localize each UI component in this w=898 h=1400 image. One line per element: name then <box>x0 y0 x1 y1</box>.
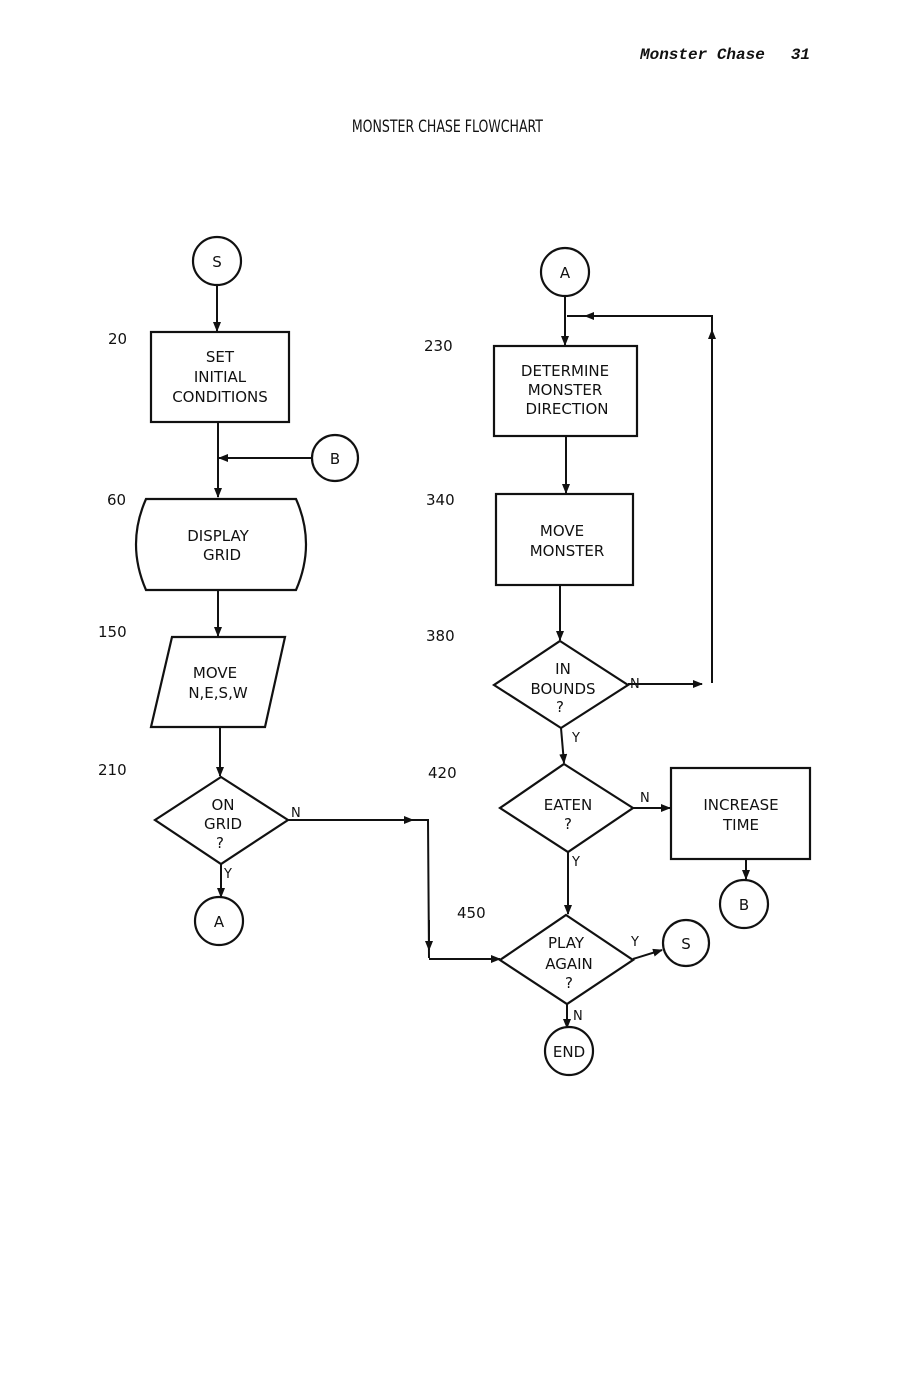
flowchart-title: MONSTER CHASE FLOWCHART <box>351 117 543 137</box>
svg-text:DISPLAY: DISPLAY <box>187 527 249 545</box>
connector-exit-b: B <box>718 878 770 930</box>
arrow-bounds-yes <box>559 727 568 764</box>
svg-text:N,E,S,W: N,E,S,W <box>188 684 248 702</box>
line-number-20: 20 <box>108 330 127 348</box>
svg-text:MOVE: MOVE <box>193 664 237 682</box>
svg-text:PLAY: PLAY <box>548 934 585 952</box>
svg-text:?: ? <box>564 815 572 833</box>
process-set-initial-conditions: SET INITIAL CONDITIONS <box>149 330 291 424</box>
connector-entry-a: A <box>539 246 591 298</box>
svg-text:GRID: GRID <box>204 815 242 833</box>
svg-text:DETERMINE: DETERMINE <box>521 362 609 380</box>
svg-text:MONSTER: MONSTER <box>528 381 603 399</box>
branch-label-eaten-no: N <box>640 791 650 806</box>
branch-label-play-again-yes: Y <box>630 935 639 950</box>
line-number-60: 60 <box>107 491 126 509</box>
svg-text:BOUNDS: BOUNDS <box>530 680 595 698</box>
svg-text:DIRECTION: DIRECTION <box>526 400 609 418</box>
process-increase-time: INCREASE TIME <box>669 766 812 861</box>
svg-text:ON: ON <box>211 796 234 814</box>
display-grid-node: DISPLAY GRID <box>134 497 308 592</box>
connector-start-s: S <box>191 235 243 287</box>
svg-text:END: END <box>553 1043 585 1061</box>
line-number-420: 420 <box>428 764 457 782</box>
svg-text:?: ? <box>216 834 224 852</box>
line-number-340: 340 <box>426 491 455 509</box>
branch-label-in-bounds-yes: Y <box>571 731 580 746</box>
svg-text:A: A <box>560 264 571 282</box>
svg-text:AGAIN: AGAIN <box>545 955 593 973</box>
running-head: Monster Chase 31 <box>640 46 810 64</box>
svg-text:SET: SET <box>206 348 235 366</box>
svg-text:B: B <box>330 450 340 468</box>
svg-text:TIME: TIME <box>722 816 759 834</box>
branch-label-on-grid-yes: Y <box>223 867 232 882</box>
line-number-210: 210 <box>98 761 127 779</box>
page-number: 31 <box>790 46 811 64</box>
connector-entry-b: B <box>310 433 360 483</box>
svg-text:INITIAL: INITIAL <box>194 368 247 386</box>
connector-exit-a: A <box>193 895 245 947</box>
svg-text:CONDITIONS: CONDITIONS <box>172 388 268 406</box>
svg-text:S: S <box>212 253 222 271</box>
decision-eaten: EATEN ? <box>498 762 636 854</box>
running-title: Monster Chase <box>640 46 765 64</box>
process-move-monster: MOVE MONSTER <box>494 492 635 587</box>
svg-text:MONSTER: MONSTER <box>530 542 605 560</box>
decision-play-again: PLAY AGAIN ? <box>498 913 635 1006</box>
line-ongrid-no-down <box>413 819 430 959</box>
svg-text:INCREASE: INCREASE <box>703 796 778 814</box>
svg-text:?: ? <box>556 698 564 716</box>
input-move-nesw: MOVE N,E,S,W <box>149 635 287 729</box>
line-number-230: 230 <box>424 337 453 355</box>
process-determine-direction: DETERMINE MONSTER DIRECTION <box>492 344 639 438</box>
svg-text:EATEN: EATEN <box>544 796 592 814</box>
svg-text:S: S <box>681 935 691 953</box>
branch-label-on-grid-no: N <box>291 806 301 821</box>
svg-text:MOVE: MOVE <box>540 522 584 540</box>
svg-text:?: ? <box>565 974 573 992</box>
branch-label-eaten-yes: Y <box>571 855 580 870</box>
svg-text:IN: IN <box>555 660 571 678</box>
arrow-play-yes <box>632 948 663 960</box>
line-number-150: 150 <box>98 623 127 641</box>
svg-text:B: B <box>739 896 749 914</box>
line-number-380: 380 <box>426 627 455 645</box>
terminal-end: END <box>543 1025 595 1077</box>
branch-label-play-again-no: N <box>573 1009 583 1024</box>
svg-text:A: A <box>214 913 225 931</box>
connector-exit-s: S <box>661 918 711 968</box>
decision-on-grid: ON GRID ? <box>153 775 291 866</box>
line-number-450: 450 <box>457 904 486 922</box>
svg-text:GRID: GRID <box>203 546 241 564</box>
decision-in-bounds: IN BOUNDS ? <box>491 639 631 730</box>
